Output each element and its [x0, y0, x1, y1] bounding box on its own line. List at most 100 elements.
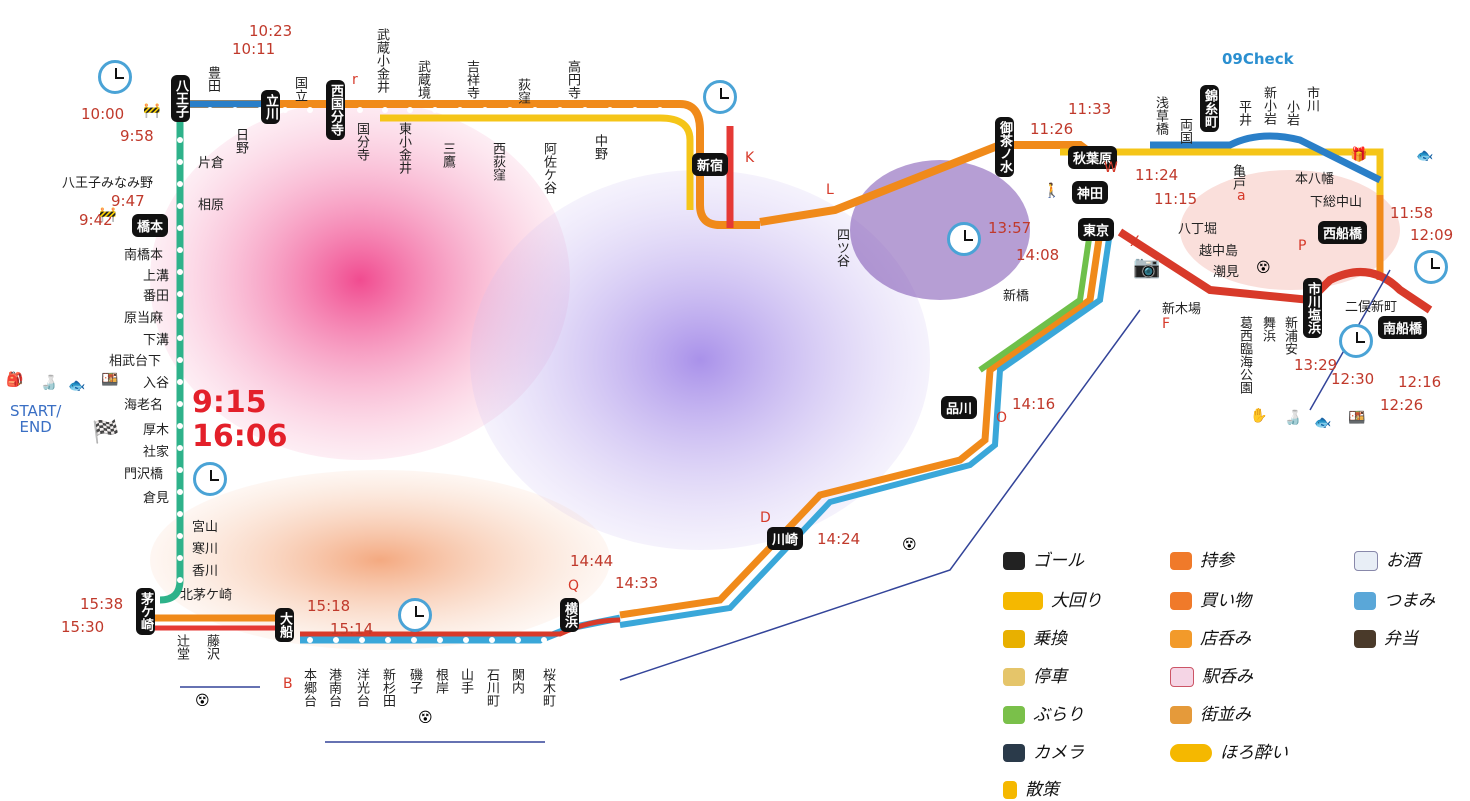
station-dot — [532, 107, 538, 113]
station-label: 四ツ谷 — [834, 228, 849, 267]
legend-item: 散策 — [1003, 775, 1059, 800]
route-letter: O — [996, 410, 1008, 426]
route-letter: X — [1130, 234, 1140, 250]
tipsy-face-icon: 😵 — [902, 537, 917, 553]
legend-item: 大回り — [1003, 586, 1102, 611]
end-time: 16:06 — [192, 419, 288, 454]
route-letter: a — [1237, 188, 1246, 204]
keihin-line — [619, 231, 1104, 619]
hand-icon — [1170, 667, 1194, 687]
station-label: 阿佐ケ谷 — [541, 142, 556, 194]
station-label: 寒川 — [192, 542, 219, 557]
train-ticket-icon — [1003, 592, 1043, 610]
check-label: 09Check — [1222, 50, 1294, 68]
station-dot — [177, 203, 183, 209]
station-label: 北茅ケ崎 — [180, 588, 233, 603]
station-dot — [607, 107, 613, 113]
station-label: 武蔵小金井 — [374, 28, 389, 93]
station-badge-shinjuku: 新宿 — [692, 153, 729, 176]
station-dot — [541, 637, 547, 643]
station-label: 小岩 — [1284, 100, 1299, 126]
station-label: 原当麻 — [124, 311, 164, 326]
station-dot — [463, 637, 469, 643]
walker-icon: 🚶 — [1043, 183, 1061, 199]
station-dot — [307, 107, 313, 113]
station-label: 平井 — [1236, 100, 1251, 126]
legend-item: 乗換 — [1003, 624, 1067, 649]
time-label: 11:26 — [1030, 120, 1074, 138]
fish-icon: 🐟 — [68, 378, 86, 394]
station-label: 西荻窪 — [490, 142, 505, 181]
station-label: 番田 — [143, 289, 170, 304]
station-label: 新木場 — [1162, 302, 1202, 317]
sobu-yellow-line — [1060, 148, 1384, 195]
station-label: 新浦安 — [1282, 316, 1297, 355]
station-dot — [432, 107, 438, 113]
gift-icon — [1170, 592, 1192, 610]
station-dot — [177, 137, 183, 143]
legend-item: 持参 — [1170, 546, 1234, 571]
keiyo-line — [1117, 228, 1433, 314]
legend-item: 店呑み — [1170, 624, 1251, 649]
legend-label: 散策 — [1025, 780, 1059, 800]
time-label: 14:16 — [1012, 395, 1056, 413]
station-label: 入谷 — [143, 376, 170, 391]
station-label: 豊田 — [205, 66, 220, 92]
station-label: 根岸 — [433, 668, 448, 694]
station-label: 磯子 — [407, 668, 422, 694]
station-label: 吉祥寺 — [464, 60, 479, 99]
yamanote-line — [978, 231, 1093, 373]
station-dot — [177, 291, 183, 297]
station-dot — [557, 107, 563, 113]
route-letter: B — [283, 676, 293, 692]
station-label: 辻堂 — [174, 634, 189, 660]
time-label: 12:09 — [1410, 226, 1454, 244]
time-label: 13:29 — [1294, 356, 1338, 374]
station-label: 下総中山 — [1310, 195, 1363, 210]
backpack-icon: 🎒 — [6, 372, 24, 388]
station-label: 浅草橋 — [1153, 96, 1168, 135]
time-label: 10:00 — [81, 105, 125, 123]
legend-label: 弁当 — [1384, 629, 1418, 649]
station-dot — [177, 181, 183, 187]
legend-label: つまみ — [1384, 591, 1435, 611]
station-badge-tachikawa: 立川 — [261, 90, 280, 124]
transfer-icon: 🚧 — [99, 207, 117, 223]
station-label: 石川町 — [484, 668, 499, 707]
station-dot — [582, 107, 588, 113]
purple-area-ne — [850, 160, 1030, 300]
station-dot — [177, 225, 183, 231]
legend-label: 大回り — [1051, 591, 1102, 611]
station-dot — [177, 533, 183, 539]
time-label: 15:38 — [80, 595, 124, 613]
fish-icon — [1354, 592, 1376, 610]
station-badge-hachioji: 八王子 — [171, 75, 190, 122]
station-dot — [177, 313, 183, 319]
station-dot — [657, 107, 663, 113]
hand-icon: ✋ — [1250, 408, 1268, 424]
bento-icon — [1354, 630, 1376, 648]
guide-line — [619, 309, 1141, 681]
checkered-flag-icon — [1003, 552, 1025, 570]
time-label: 11:58 — [1390, 204, 1434, 222]
station-dot — [177, 555, 183, 561]
leaf-icon — [1003, 706, 1025, 724]
station-badge-shinagawa: 品川 — [941, 396, 978, 419]
station-badge-yokohama: 横浜 — [560, 598, 579, 632]
fish-icon: 🐟 — [1314, 415, 1332, 431]
legend-label: カメラ — [1033, 743, 1084, 763]
station-dot — [177, 401, 183, 407]
time-label: 10:23 — [249, 22, 293, 40]
station-label: 舞浜 — [1260, 316, 1275, 342]
start-end-label: START/ END — [10, 402, 62, 436]
station-dot — [437, 637, 443, 643]
station-label: 藤沢 — [204, 634, 219, 660]
station-label: 三鷹 — [440, 142, 455, 168]
time-label: 9:58 — [120, 127, 154, 145]
legend-item: 街並み — [1170, 700, 1251, 725]
station-label: 門沢橋 — [124, 467, 164, 482]
station-dot — [482, 107, 488, 113]
time-label: 15:30 — [61, 618, 105, 636]
station-badge-minamifunabashi: 南船橋 — [1378, 316, 1428, 339]
station-dot — [207, 107, 213, 113]
